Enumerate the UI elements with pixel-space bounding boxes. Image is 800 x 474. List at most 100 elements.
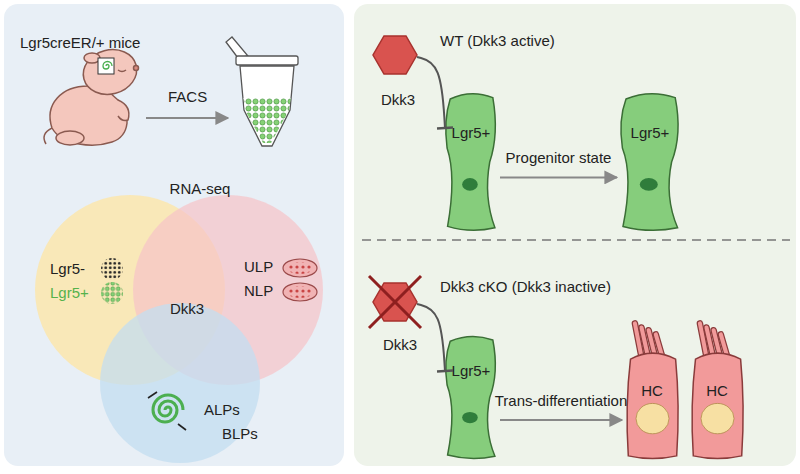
stereocilium [700, 323, 707, 357]
mouse-body [50, 84, 127, 145]
mouse-front-leg [118, 100, 129, 121]
node-text: Lgr5+ [452, 124, 491, 142]
method-label: RNA-seq [170, 180, 231, 198]
hair-cell-body [692, 353, 743, 459]
tube-body [240, 66, 294, 146]
hair-cell-body [627, 353, 678, 459]
progenitor-cell-outline [620, 92, 680, 232]
venn-fill [100, 303, 260, 463]
edge-label: Trans-differentiation [495, 392, 628, 410]
culture-dish [283, 259, 317, 277]
edge-group [417, 304, 453, 372]
divider-line [362, 239, 790, 241]
stereocilium-outline [649, 330, 656, 357]
node-text: Dkk3 [383, 336, 417, 354]
cut-mark [148, 392, 157, 398]
inhibition-line [417, 57, 445, 128]
venn-circle-outline [35, 195, 225, 385]
stereocilium-outline [714, 330, 721, 357]
cochlea-spiral [153, 395, 183, 422]
venn-circle: ULP NLP [133, 195, 323, 385]
hair-cell: HC [625, 322, 680, 460]
inhibition-bar [437, 126, 453, 129]
node-text: Lgr5+ [452, 362, 491, 380]
edge-group [500, 420, 622, 421]
node-text: Lgr5+ [50, 284, 89, 302]
node-text: Lgr5- [50, 260, 85, 278]
cell-cluster [101, 258, 123, 280]
cell-body [446, 94, 496, 231]
tube-lid [226, 37, 248, 58]
hair-cell-outline [690, 322, 745, 460]
mouse-eye [118, 70, 126, 72]
sorted-cells [244, 98, 291, 143]
inhibition-bar [437, 370, 453, 371]
cochlea-icon [103, 62, 112, 70]
venn-fill [133, 195, 323, 385]
culture-dish [283, 283, 317, 301]
hexagon-shape [373, 283, 417, 321]
mouse-ear [84, 53, 100, 63]
cell-body [446, 337, 496, 459]
progenitor-cell-outline [445, 335, 497, 460]
hair-cell: HC [690, 322, 745, 460]
venn-circle-outline [100, 303, 260, 463]
stereocilium [714, 330, 721, 357]
stereocilium [707, 328, 714, 358]
venn-circle: ALPsBLPs [100, 303, 260, 463]
progenitor-cell: Lgr5+ [620, 92, 680, 232]
step-label: FACS [168, 88, 207, 106]
node-text: HC [706, 382, 728, 400]
cell-nucleus [462, 412, 478, 423]
inactive-inhibitor-outline [373, 280, 417, 324]
left-panel [4, 4, 344, 466]
inactive-inhibitor: Dkk3 [373, 280, 417, 324]
figure-heading: Lgr5creER/+ mice [20, 34, 140, 52]
condition-heading: WT (Dkk3 active) [440, 32, 555, 50]
dish-cells [287, 262, 313, 274]
stereocilium-outline [721, 334, 728, 357]
mouse-head [78, 44, 142, 100]
node-text: Lgr5+ [631, 124, 670, 142]
inhibition-line [417, 304, 445, 371]
edge-group [417, 57, 453, 128]
venn-circle-outline [133, 195, 323, 385]
hair-cell-nucleus [701, 403, 734, 433]
process-arrow [500, 419, 622, 421]
stereocilium-outline [707, 328, 714, 358]
process-arrow [500, 176, 617, 178]
right-panel [354, 4, 796, 466]
dish-cells [287, 286, 313, 298]
tube-cap [236, 56, 298, 65]
node-text: HC [641, 382, 663, 400]
progenitor-cell: Lgr5+ [445, 92, 497, 232]
mouse-hind-leg [56, 131, 84, 145]
overlap-label: Dkk3 [170, 300, 204, 318]
node-text: NLP [244, 282, 273, 300]
progenitor-cell: Lgr5+ [445, 335, 497, 460]
venn-circle: Lgr5- Lgr5+ [35, 195, 225, 385]
condition-heading: Dkk3 cKO (Dkk3 inactive) [440, 278, 611, 296]
stereocilium [721, 334, 728, 357]
hair-cell-nucleus [636, 403, 669, 433]
stereocilium-outline [700, 323, 707, 357]
process-arrow [146, 117, 228, 119]
cell-cluster [101, 282, 123, 304]
node-text: Dkk3 [381, 91, 415, 109]
node-text: ULP [244, 258, 273, 276]
edge-group [500, 177, 617, 178]
cell-nucleus [462, 178, 478, 191]
venn-fill [35, 195, 225, 385]
cross-mark [369, 276, 421, 328]
node-text: ALPs [204, 401, 240, 419]
hair-cell-outline [625, 322, 680, 460]
stereocilium [649, 330, 656, 357]
progenitor-cell-outline [445, 92, 497, 232]
edge-label: Progenitor state [506, 149, 612, 167]
stereocilium [635, 323, 642, 357]
stereocilium-outline [656, 334, 663, 357]
stereocilium [642, 328, 649, 358]
stereocilium-outline [635, 323, 642, 357]
stereocilium-outline [642, 328, 649, 358]
